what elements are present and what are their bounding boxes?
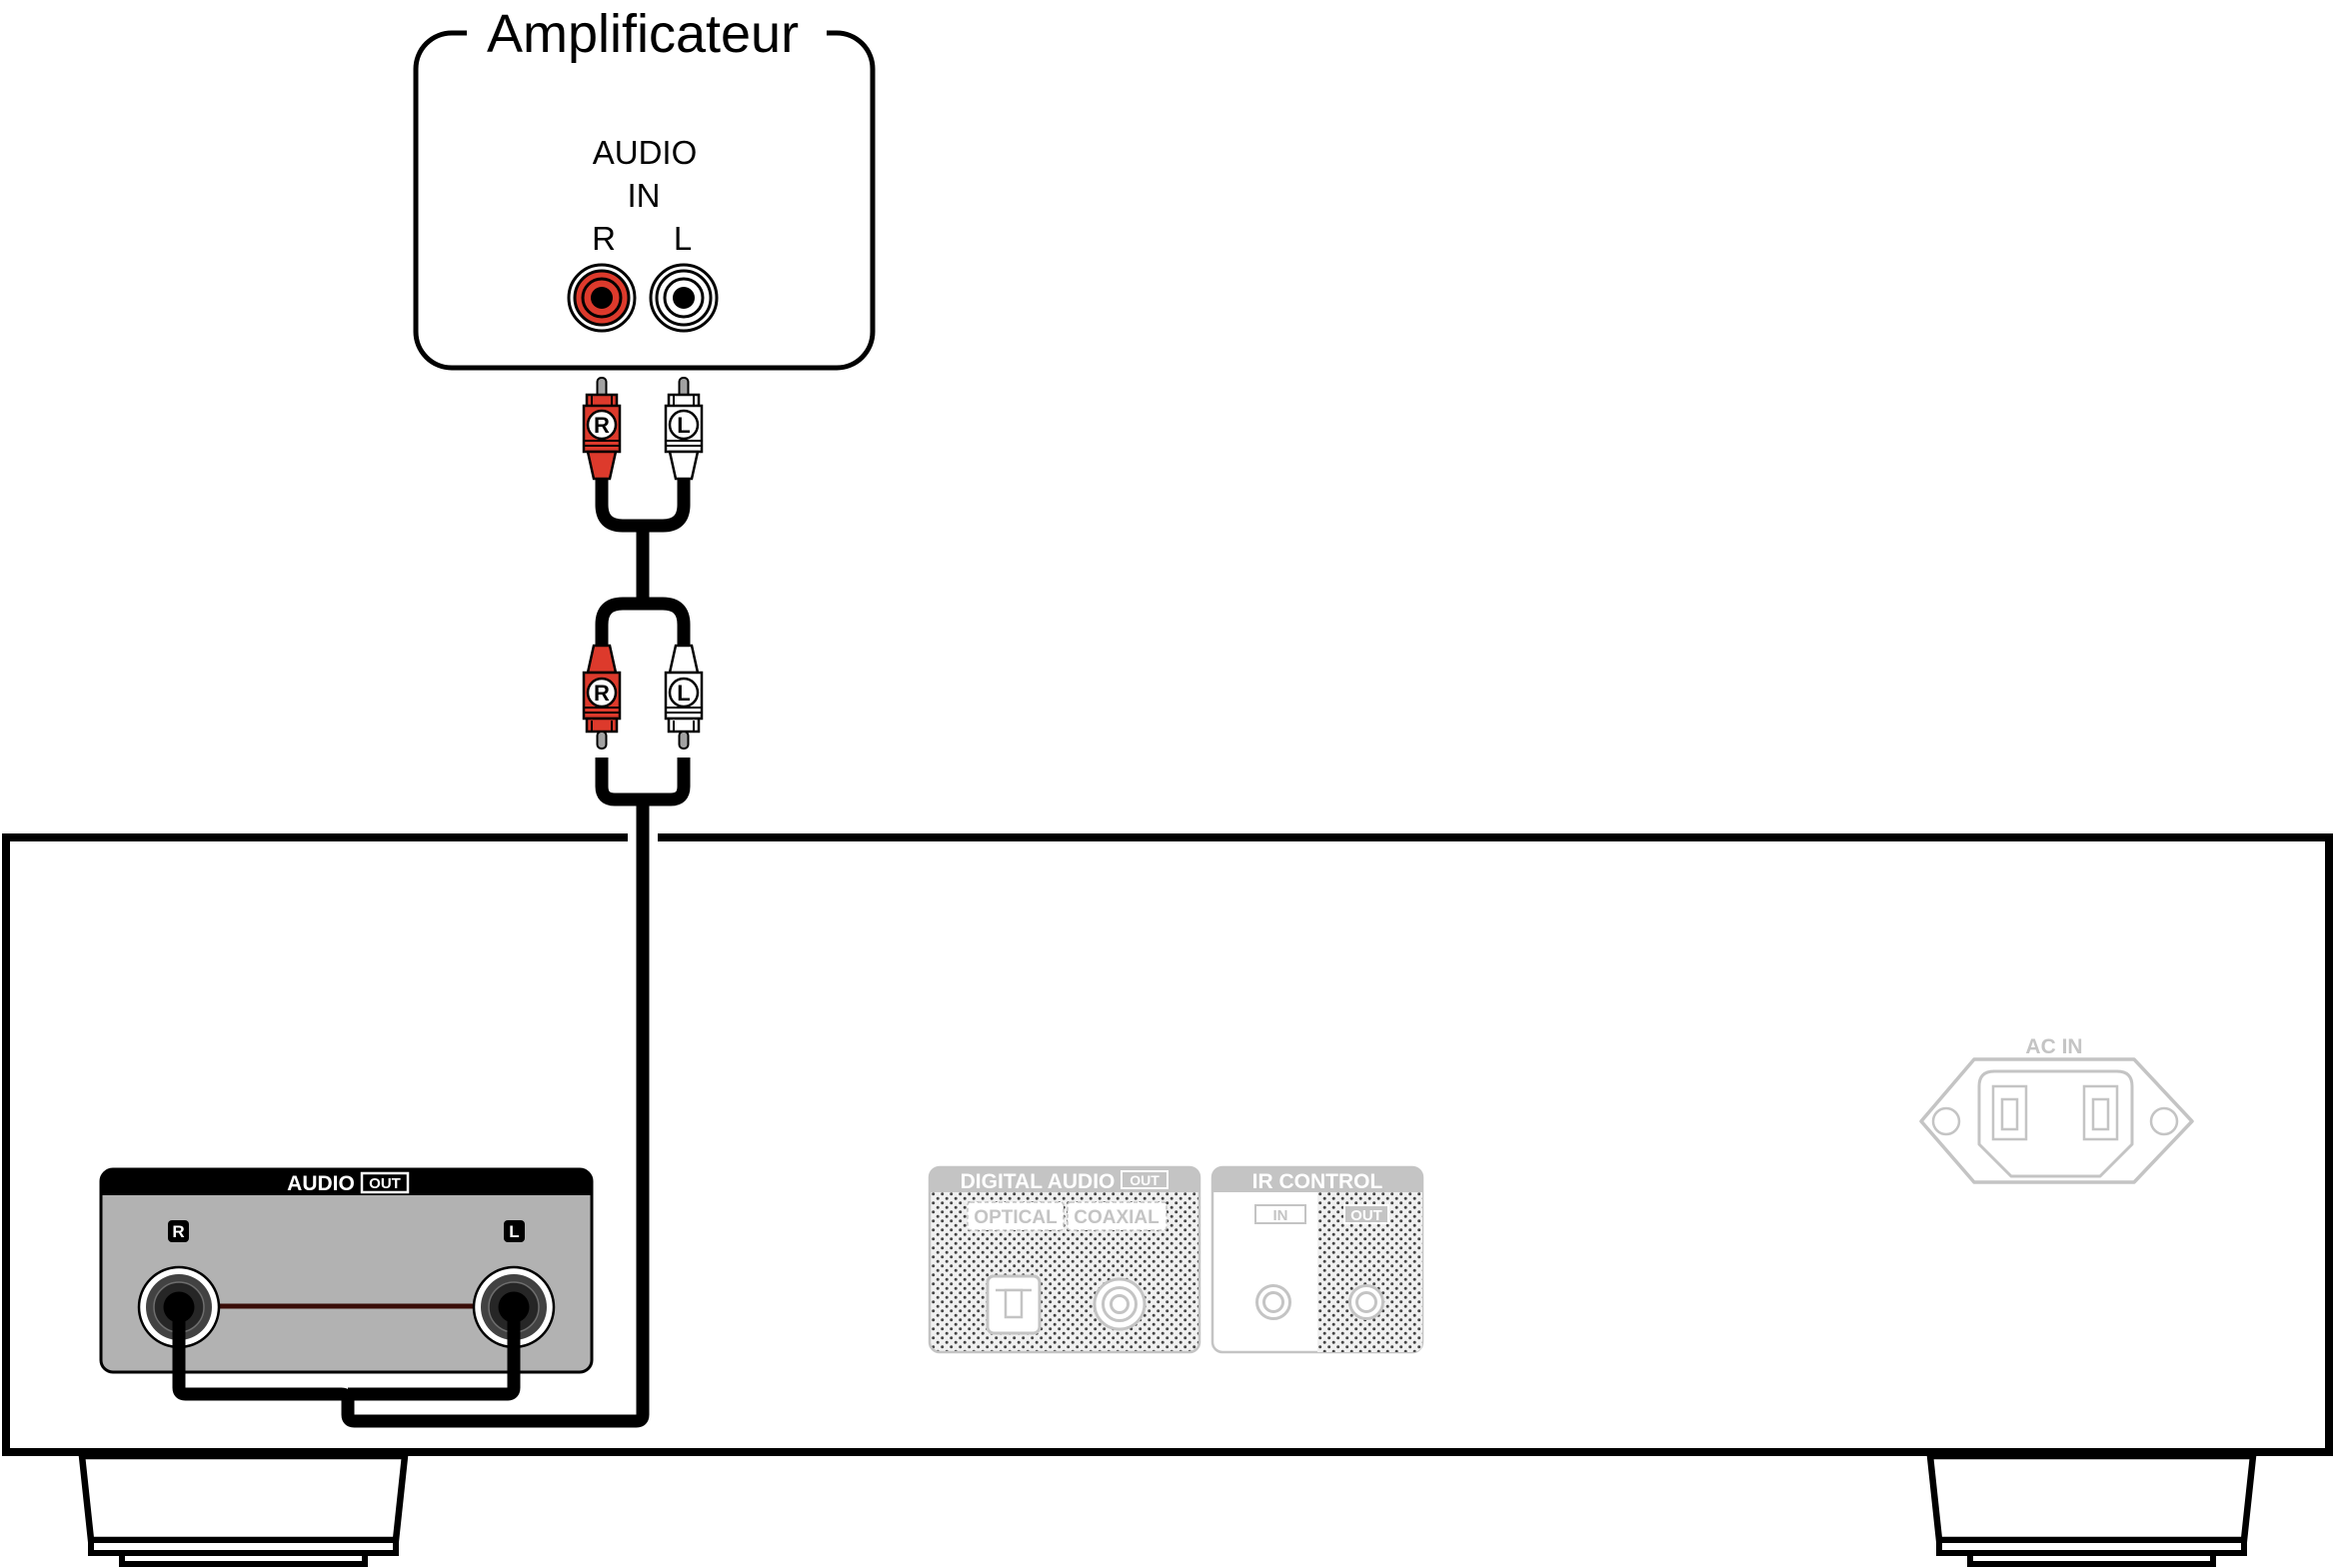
amplifier-title-gap [467, 24, 827, 40]
rca-cable: R L R [172, 377, 704, 1428]
coaxial-label: COAXIAL [1074, 1207, 1160, 1228]
plug-left-letter: L [677, 681, 690, 706]
cable-socket-bracket [595, 758, 691, 806]
amplifier-title: Amplificateur [487, 4, 799, 64]
device-foot-right [1926, 1452, 2257, 1567]
rca-plug-left-up[interactable]: L [664, 377, 704, 481]
plug-right-letter: R [594, 681, 610, 706]
audio-out-title: AUDIO [287, 1172, 355, 1195]
audio-in-label: AUDIO [593, 134, 698, 171]
optical-connector-icon[interactable] [986, 1274, 1042, 1335]
ac-inlet: AC IN [1919, 1035, 2194, 1184]
ac-prong-slot-left-inner [2000, 1097, 2019, 1131]
digital-audio-panel: DIGITAL AUDIO OUT OPTICAL COAXIAL [928, 1165, 1201, 1354]
ac-inlet-screw-hole-right [2149, 1106, 2179, 1136]
digital-audio-body [928, 1165, 1201, 1354]
audio-out-badge: OUT [369, 1175, 401, 1192]
plug-right-letter: R [594, 413, 610, 438]
audio-in-right-label: R [592, 220, 616, 257]
digital-audio-badge-box [1121, 1170, 1168, 1189]
ir-in-jack[interactable] [1255, 1284, 1291, 1320]
ir-in-label: IN [1273, 1207, 1288, 1224]
coaxial-connector-icon[interactable] [1093, 1277, 1147, 1331]
ir-in-label-box [1254, 1204, 1306, 1224]
audio-out-left-label: L [509, 1222, 519, 1241]
ir-out-jack[interactable] [1348, 1284, 1384, 1320]
player-rear-panel: AUDIO OUT R L D [2, 828, 2333, 1567]
audio-out-left-label-box [504, 1220, 525, 1242]
audio-in-left-label: L [674, 220, 692, 257]
audio-out-right-label-box [168, 1220, 189, 1242]
ac-prong-slot-right-inner [2091, 1097, 2110, 1131]
audio-out-panel-header [101, 1169, 592, 1195]
audio-out-badge-box [360, 1171, 410, 1194]
audio-out-right-label: R [172, 1222, 184, 1241]
optical-label: OPTICAL [974, 1207, 1058, 1228]
digital-audio-header [930, 1167, 1199, 1192]
rca-plug-left-down[interactable]: L [664, 644, 704, 750]
ir-control-panel: IR CONTROL IN OUT [1210, 1165, 1424, 1354]
ir-control-header [1212, 1167, 1422, 1192]
ac-in-label: AC IN [2025, 1035, 2082, 1058]
plug-left-letter: L [677, 413, 690, 438]
ir-out-label-box [1343, 1204, 1389, 1224]
digital-audio-badge: OUT [1130, 1172, 1160, 1188]
cable-lower-arch [595, 597, 691, 650]
digital-audio-title: DIGITAL AUDIO [961, 1170, 1116, 1193]
coaxial-label-box [1067, 1201, 1168, 1231]
cable-main-run [172, 799, 650, 1428]
ir-control-title: IR CONTROL [1252, 1170, 1383, 1193]
ac-inlet-screw-hole-left [1931, 1106, 1961, 1136]
optical-label-box [967, 1201, 1065, 1231]
device-foot-left [78, 1452, 409, 1567]
rca-plug-right-up[interactable]: R [582, 377, 622, 481]
ir-out-label: OUT [1350, 1207, 1382, 1224]
amplifier-box: Amplificateur AUDIO IN R L [413, 4, 876, 371]
audio-in-jack-right[interactable] [567, 263, 637, 333]
cable-left-branch [348, 1299, 521, 1401]
cable-upper-loop [595, 474, 691, 533]
ir-control-out-zone [1317, 1192, 1422, 1352]
audio-in-sublabel: IN [628, 177, 661, 214]
audio-in-jack-left[interactable] [649, 263, 719, 333]
rca-plug-right-down[interactable]: R [582, 644, 622, 750]
